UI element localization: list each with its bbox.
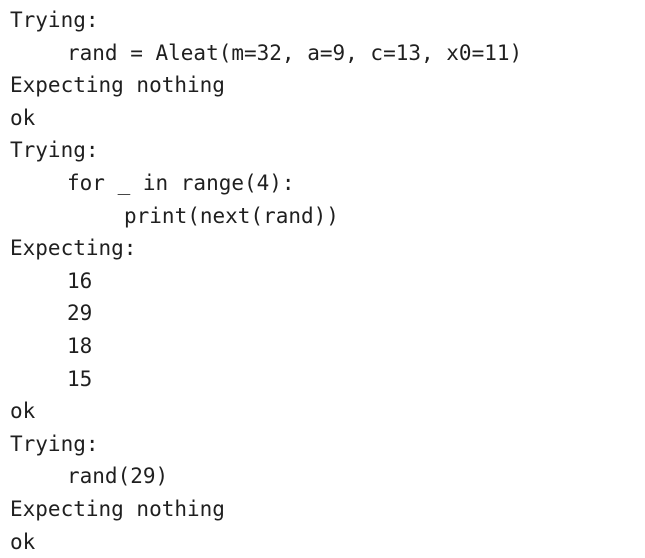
output-line-code: rand(29)	[10, 460, 645, 493]
output-line-code: print(next(rand))	[10, 200, 645, 233]
output-line-trying: Trying:	[10, 428, 645, 461]
output-line-expecting: Expecting:	[10, 232, 645, 265]
output-line-ok: ok	[10, 395, 645, 428]
output-line-expecting-nothing: Expecting nothing	[10, 69, 645, 102]
output-line-code: rand = Aleat(m=32, a=9, c=13, x0=11)	[10, 37, 645, 70]
output-line-trying: Trying:	[10, 134, 645, 167]
output-line-ok: ok	[10, 526, 645, 558]
output-line-expected-value: 29	[10, 297, 645, 330]
output-line-expected-value: 15	[10, 363, 645, 396]
output-line-expected-value: 18	[10, 330, 645, 363]
output-line-ok: ok	[10, 102, 645, 135]
output-line-trying: Trying:	[10, 4, 645, 37]
output-line-code: for _ in range(4):	[10, 167, 645, 200]
output-line-expected-value: 16	[10, 265, 645, 298]
output-line-expecting-nothing: Expecting nothing	[10, 493, 645, 526]
